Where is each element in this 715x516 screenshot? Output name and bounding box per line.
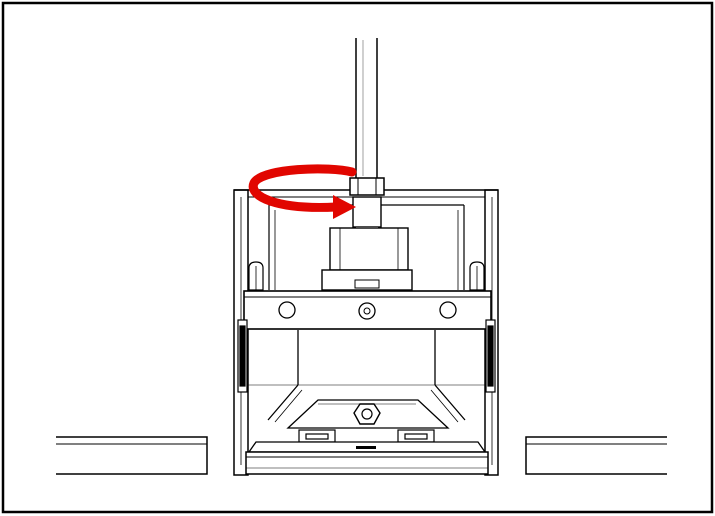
hex-nut (349, 177, 385, 196)
bottom-trim (245, 441, 489, 475)
lens-tabs (298, 429, 435, 443)
mounting-bar (243, 290, 492, 330)
right-spring-clip (469, 261, 485, 291)
clockwise-rotation-arrow-icon (248, 164, 357, 219)
coupling (321, 196, 413, 291)
label-mark (356, 446, 376, 449)
left-ceiling-panel (56, 436, 208, 475)
mounting-hole-left (278, 301, 296, 319)
side-latches (237, 319, 496, 393)
left-spring-clip (248, 261, 264, 291)
mounting-hole-right (439, 301, 457, 319)
right-ceiling-panel (525, 436, 667, 475)
center-bolt (353, 403, 381, 425)
housing-body (233, 189, 499, 476)
threaded-rod (355, 38, 378, 178)
